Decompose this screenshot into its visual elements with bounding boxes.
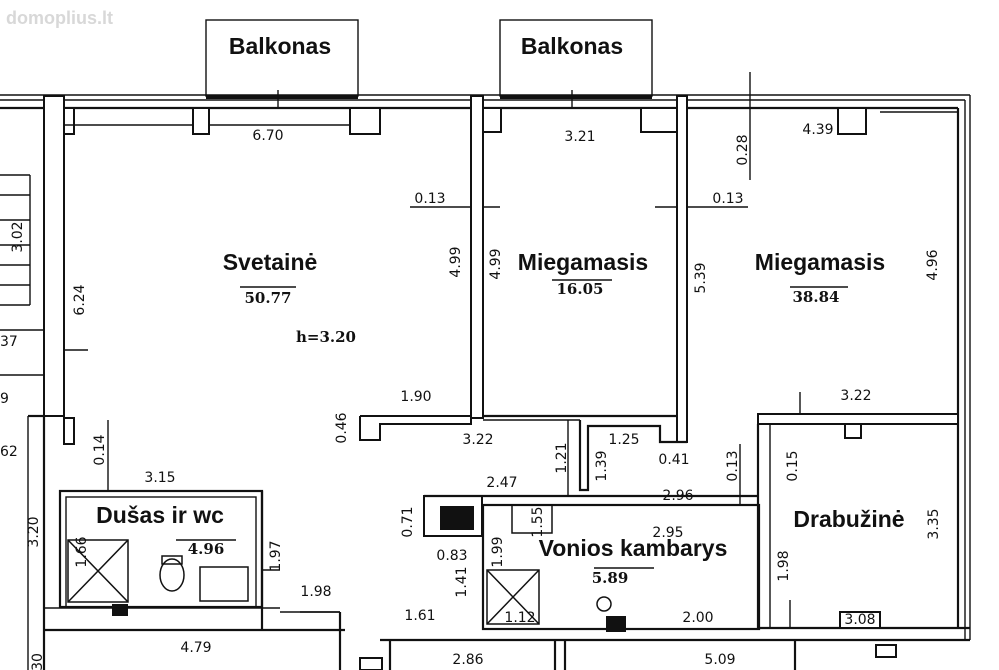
dimension-label: 0.13 bbox=[414, 191, 445, 207]
dimension-label: 4.79 bbox=[180, 640, 211, 656]
dimension-label: 3.20 bbox=[26, 516, 42, 547]
room-area-bedroom2: 38.84 bbox=[793, 288, 840, 306]
dimension-label: 4.99 bbox=[488, 248, 504, 279]
dimension-label: 3.08 bbox=[844, 612, 875, 628]
dimension-label: 0.41 bbox=[658, 452, 689, 468]
room-area-shower-wc: 4.96 bbox=[188, 540, 225, 558]
dimension-label: 1.97 bbox=[268, 540, 284, 571]
wall-wardrobe-top bbox=[757, 413, 959, 425]
wall-bedroom1-bedroom2 bbox=[676, 95, 688, 443]
room-name-bedroom1: Miegamasis bbox=[518, 249, 648, 275]
dimension-label: 3.21 bbox=[564, 129, 595, 145]
dimension-label: 3.15 bbox=[144, 470, 175, 486]
dimension-lines bbox=[64, 72, 958, 628]
room-height: h=3.20 bbox=[296, 328, 356, 346]
room-name-living: Svetainė bbox=[223, 249, 318, 275]
dimension-label: 3.22 bbox=[840, 388, 871, 404]
dimension-label: 2.00 bbox=[682, 610, 713, 626]
right-exterior-wall bbox=[956, 95, 971, 640]
room-name-shower-wc: Dušas ir wc bbox=[96, 502, 224, 528]
left-wall bbox=[43, 95, 65, 417]
dimension-label: 2.47 bbox=[486, 475, 517, 491]
dimension-label: 2.95 bbox=[652, 525, 683, 541]
dimension-label: 5.09 bbox=[704, 652, 735, 668]
watermark: domoplius.lt bbox=[6, 8, 113, 28]
dimension-label: 6.24 bbox=[72, 284, 88, 315]
dimension-label: 0.13 bbox=[725, 450, 741, 481]
dimension-label: 30 bbox=[30, 653, 46, 670]
dimension-label: 0.13 bbox=[712, 191, 743, 207]
dimension-label: 1.21 bbox=[554, 442, 570, 473]
staircase bbox=[0, 174, 44, 376]
dimension-label: 4.39 bbox=[802, 122, 833, 138]
dimension-label: 9 bbox=[0, 391, 9, 407]
dimension-label: 1.39 bbox=[594, 450, 610, 481]
room-area-living: 50.77 bbox=[245, 289, 292, 307]
dimension-label: 3.22 bbox=[462, 432, 493, 448]
dimension-label: 6.70 bbox=[252, 128, 283, 144]
dimension-label: 1.66 bbox=[74, 536, 90, 567]
dimension-label: 0.15 bbox=[785, 450, 801, 481]
balcony-left-label: Balkonas bbox=[229, 33, 331, 59]
dimension-label: 4.96 bbox=[925, 249, 941, 280]
room-name-bedroom2: Miegamasis bbox=[755, 249, 885, 275]
dimension-label: 3.02 bbox=[10, 221, 26, 252]
room-name-wardrobe: Drabužinė bbox=[793, 506, 904, 532]
dimension-label: 1.25 bbox=[608, 432, 639, 448]
dimension-label: 2.96 bbox=[662, 488, 693, 504]
dimension-label: 1.90 bbox=[400, 389, 431, 405]
dimension-label: 0.46 bbox=[334, 412, 350, 443]
top-exterior-wall bbox=[0, 94, 970, 110]
dimension-label: 0.71 bbox=[400, 506, 416, 537]
wall-living-bedroom1 bbox=[470, 95, 484, 419]
dimension-label: 1.98 bbox=[300, 584, 331, 600]
dimension-label: 1.61 bbox=[404, 608, 435, 624]
room-name-bathroom: Vonios kambarys bbox=[539, 535, 728, 561]
dimension-label: 1.12 bbox=[504, 610, 535, 626]
dimension-label: 1.41 bbox=[454, 566, 470, 597]
dimension-label: 2.86 bbox=[452, 652, 483, 668]
dimension-label: 5.39 bbox=[693, 262, 709, 293]
dimension-label: 0.83 bbox=[436, 548, 467, 564]
dimension-label: 4.99 bbox=[448, 246, 464, 277]
dimension-label: 0.28 bbox=[735, 134, 751, 165]
dimension-label: 1.99 bbox=[490, 536, 506, 567]
dimension-label: 3.35 bbox=[926, 508, 942, 539]
room-area-bedroom1: 16.05 bbox=[557, 280, 604, 298]
dimension-label: 1.55 bbox=[530, 506, 546, 537]
dimension-label: 1.98 bbox=[776, 550, 792, 581]
dimension-labels-vertical: 0.28 4.99 4.99 5.39 4.96 6.24 3.02 0.46 … bbox=[10, 134, 942, 670]
dimension-label: 62 bbox=[0, 444, 18, 460]
room-area-bathroom: 5.89 bbox=[592, 569, 629, 587]
dimension-label: 0.14 bbox=[92, 434, 108, 465]
dimension-label: 37 bbox=[0, 334, 18, 350]
dimension-labels: 6.70 3.21 4.39 0.13 0.13 1.90 3.22 3.22 … bbox=[0, 122, 876, 668]
balcony-right-label: Balkonas bbox=[521, 33, 623, 59]
